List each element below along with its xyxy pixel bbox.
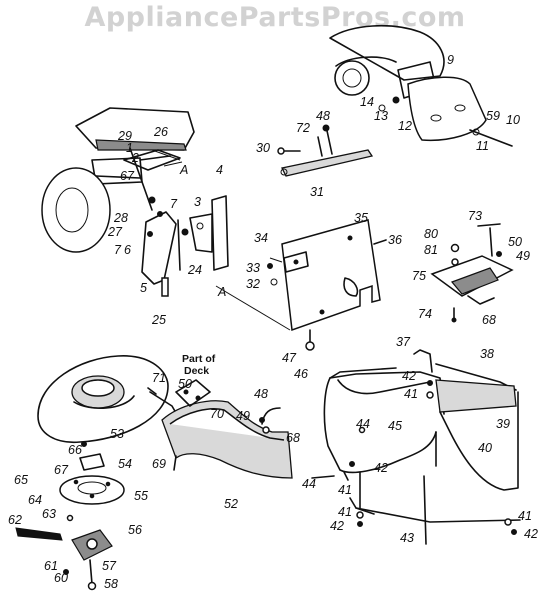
label-9: 9 xyxy=(447,53,454,67)
discharge-chute xyxy=(147,379,293,479)
label-45: 45 xyxy=(388,419,402,433)
label-62: 62 xyxy=(8,513,22,527)
label-74: 74 xyxy=(418,307,432,321)
label-50-left: 50 xyxy=(178,377,192,391)
label-30: 30 xyxy=(256,141,270,155)
label-53: 53 xyxy=(110,427,124,441)
label-37: 37 xyxy=(396,335,411,349)
label-69: 69 xyxy=(152,457,166,471)
blade-adapter xyxy=(15,441,125,591)
label-7-top: 7 xyxy=(170,197,178,211)
label-46: 46 xyxy=(294,367,308,381)
label-66: 66 xyxy=(68,443,82,457)
label-41-mid: 41 xyxy=(338,483,352,497)
label-50-right: 50 xyxy=(508,235,522,249)
hitch-plate xyxy=(267,219,387,351)
label-28: 28 xyxy=(113,211,128,225)
reference-lines-a xyxy=(163,161,291,331)
label-24: 24 xyxy=(187,263,202,277)
label-52: 52 xyxy=(224,497,238,511)
label-29: 29 xyxy=(117,129,132,143)
part-of-deck-line2: Deck xyxy=(184,365,209,377)
label-81: 81 xyxy=(424,243,438,257)
label-48-bottom: 48 xyxy=(254,387,268,401)
label-64: 64 xyxy=(28,493,42,507)
label-11: 11 xyxy=(476,139,489,153)
label-67: 67 xyxy=(120,169,135,183)
tractor-rear-frame xyxy=(41,107,195,297)
label-56: 56 xyxy=(128,523,142,537)
label-44-top: 44 xyxy=(356,417,370,431)
mower-deck xyxy=(37,355,181,443)
label-36: 36 xyxy=(388,233,402,247)
label-55: 55 xyxy=(134,489,148,503)
label-40: 40 xyxy=(478,441,492,455)
hitch-rod xyxy=(277,124,374,177)
label-48-top: 48 xyxy=(316,109,330,123)
label-67-lower: 67 xyxy=(54,463,69,477)
label-14: 14 xyxy=(360,95,374,109)
label-a-bottom: A xyxy=(217,285,226,299)
label-54: 54 xyxy=(118,457,132,471)
label-41-left: 41 xyxy=(338,505,352,519)
part-labels: 9 10 11 12 13 14 59 29 26 1 2 A 67 7 28 … xyxy=(8,53,538,591)
label-31: 31 xyxy=(310,185,324,199)
label-27: 27 xyxy=(107,225,123,239)
label-61: 61 xyxy=(44,559,58,573)
label-58: 58 xyxy=(104,577,118,591)
label-41-right: 41 xyxy=(518,509,532,523)
label-12: 12 xyxy=(398,119,412,133)
label-34: 34 xyxy=(254,231,268,245)
label-35: 35 xyxy=(354,211,368,225)
label-59: 59 xyxy=(486,109,500,123)
label-42-right: 42 xyxy=(524,527,538,541)
label-7-bottom: 7 xyxy=(114,243,122,257)
label-49-left: 49 xyxy=(236,409,250,423)
label-57: 57 xyxy=(102,559,117,573)
label-10: 10 xyxy=(506,113,520,127)
label-44-left: 44 xyxy=(302,477,316,491)
label-33: 33 xyxy=(246,261,260,275)
label-68-left: 68 xyxy=(286,431,300,445)
label-3: 3 xyxy=(194,195,201,209)
label-2: 2 xyxy=(131,151,139,165)
label-70: 70 xyxy=(210,407,224,421)
label-72: 72 xyxy=(296,121,310,135)
engine-muffler-assembly xyxy=(329,24,513,147)
label-38: 38 xyxy=(480,347,494,361)
label-26: 26 xyxy=(153,125,168,139)
label-75: 75 xyxy=(412,269,426,283)
label-80: 80 xyxy=(424,227,438,241)
label-32: 32 xyxy=(246,277,260,291)
label-43: 43 xyxy=(400,531,414,545)
part-of-deck-line1: Part of xyxy=(182,353,216,365)
label-41-top: 41 xyxy=(404,387,418,401)
latch-assembly xyxy=(430,223,514,323)
label-25: 25 xyxy=(151,313,166,327)
label-49-right: 49 xyxy=(516,249,530,263)
label-5: 5 xyxy=(140,281,147,295)
label-4: 4 xyxy=(216,163,223,177)
label-68-right: 68 xyxy=(482,313,496,327)
label-42-left: 42 xyxy=(330,519,344,533)
label-a-top: A xyxy=(179,163,188,177)
label-6: 6 xyxy=(124,243,131,257)
label-42-top: 42 xyxy=(402,369,416,383)
label-63: 63 xyxy=(42,507,56,521)
label-1: 1 xyxy=(126,141,133,155)
label-60: 60 xyxy=(54,571,68,585)
label-65: 65 xyxy=(14,473,28,487)
label-39: 39 xyxy=(496,417,510,431)
label-42-mid: 42 xyxy=(374,461,388,475)
label-13: 13 xyxy=(374,109,388,123)
mounting-brackets xyxy=(177,195,229,271)
label-73: 73 xyxy=(468,209,482,223)
label-71: 71 xyxy=(152,371,166,385)
bag-frame xyxy=(311,349,521,545)
label-47: 47 xyxy=(282,351,297,365)
